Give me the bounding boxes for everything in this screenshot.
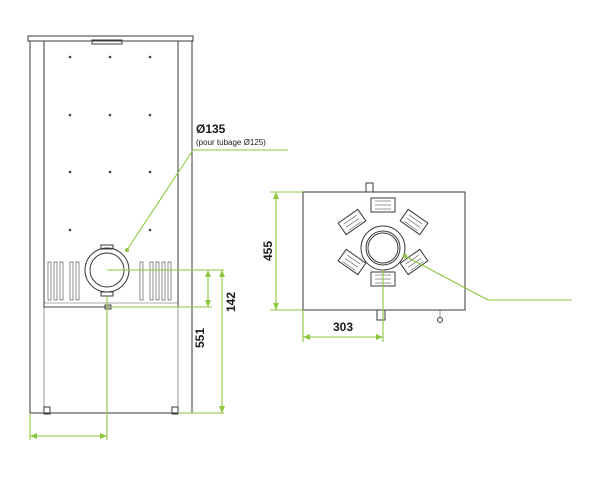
dim-455-label: 455 [261,241,275,261]
left-vent-slots [47,261,80,301]
depth-dimension: 455 [261,191,303,311]
dim-303-label: 303 [333,320,353,334]
stove-body [29,40,193,414]
offset-dimension: 303 [302,270,384,342]
flue-note-label: (pour tubage Ø125) [196,138,266,147]
vertical-dimensions: 551 142 [107,269,238,414]
dim-142-label: 142 [224,292,238,312]
screw-dots [68,55,152,232]
dim-551-label: 551 [193,328,207,348]
flue-diameter-label: Ø135 [196,122,226,136]
top-view-outline [302,191,466,311]
top-vent [91,39,123,45]
top-view-callout [403,254,572,301]
top-view [302,182,466,323]
flue-callout: Ø135 (pour tubage Ø125) [125,122,288,252]
top-vent-group [337,197,429,287]
rear-elevation-view [27,35,194,415]
elevation-width-dimension [29,296,108,440]
right-vent-slots [139,261,172,301]
